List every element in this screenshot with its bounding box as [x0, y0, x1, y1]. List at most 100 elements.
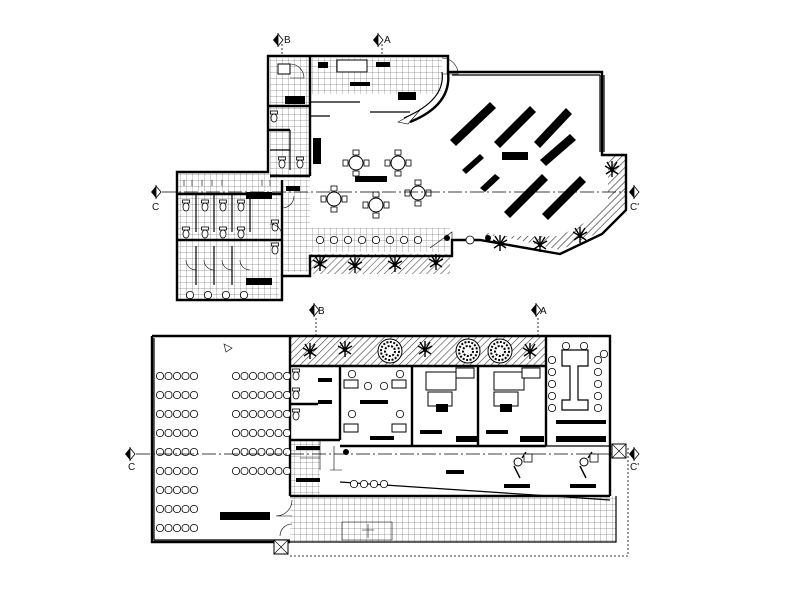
- auditorium-chair: [283, 429, 291, 437]
- auditorium-chair: [181, 467, 190, 475]
- auditorium-chair: [249, 448, 257, 456]
- auditorium-chair: [181, 429, 190, 437]
- auditorium-chair: [190, 391, 198, 399]
- auditorium-chair: [274, 467, 283, 475]
- auditorium-chair: [232, 372, 240, 380]
- auditorium-chair: [257, 467, 266, 475]
- auditorium-chair: [181, 486, 190, 494]
- auditorium-chair: [190, 448, 198, 456]
- angled-display-tables: [450, 102, 586, 220]
- auditorium-seating-left: [156, 372, 198, 532]
- auditorium-chair: [164, 372, 173, 380]
- upper-marker-c-label: C: [152, 202, 159, 213]
- auditorium-chair: [173, 467, 181, 475]
- auditorium-chair: [249, 391, 257, 399]
- lower-marker-c-label: C: [128, 462, 135, 473]
- auditorium-chair: [173, 524, 181, 532]
- auditorium-chair: [240, 448, 249, 456]
- lower-floor-plan: [124, 302, 640, 557]
- office-furniture: [343, 367, 606, 442]
- meeting-table: [548, 342, 608, 412]
- auditorium-chair: [164, 448, 173, 456]
- auditorium-chair: [190, 505, 198, 513]
- auditorium-chair: [173, 448, 181, 456]
- upper-marker-a-label: A: [384, 35, 391, 46]
- lower-marker-c-prime-label: C': [630, 462, 639, 473]
- auditorium-chair: [266, 372, 274, 380]
- auditorium-chair: [173, 372, 181, 380]
- auditorium-chair: [190, 524, 198, 532]
- auditorium-chair: [283, 391, 291, 399]
- auditorium-chair: [274, 372, 283, 380]
- auditorium-chair: [232, 448, 240, 456]
- auditorium-chair: [274, 391, 283, 399]
- auditorium-chair: [249, 372, 257, 380]
- auditorium-chair: [181, 448, 190, 456]
- auditorium-chair: [164, 391, 173, 399]
- auditorium-chair: [249, 410, 257, 418]
- upper-marker-b-label: B: [284, 35, 291, 46]
- auditorium-chair: [164, 524, 173, 532]
- auditorium-chair: [164, 410, 173, 418]
- corridor-tile-floor: [282, 180, 310, 272]
- auditorium-chair: [257, 448, 266, 456]
- office-partitions: [340, 336, 548, 448]
- auditorium-chair: [173, 410, 181, 418]
- auditorium-chair: [173, 505, 181, 513]
- buffet-counter: [355, 176, 387, 182]
- auditorium-chair: [156, 410, 164, 418]
- upper-floor-plan: [150, 32, 640, 302]
- auditorium-chair: [156, 391, 164, 399]
- auditorium-chair: [240, 410, 249, 418]
- auditorium-chair: [240, 467, 249, 475]
- auditorium-chair: [232, 410, 240, 418]
- auditorium-chair: [156, 429, 164, 437]
- auditorium-chair: [266, 448, 274, 456]
- auditorium-chair: [283, 410, 291, 418]
- auditorium-chair: [173, 486, 181, 494]
- auditorium-chair: [181, 524, 190, 532]
- auditorium-chair: [274, 410, 283, 418]
- lavatory-counter: [246, 192, 272, 199]
- auditorium-chair: [240, 372, 249, 380]
- auditorium-chair: [173, 429, 181, 437]
- auditorium-chair: [274, 429, 283, 437]
- reception-figures: [513, 451, 599, 479]
- auditorium-chair: [283, 448, 291, 456]
- lower-outer-wall: [150, 334, 612, 544]
- auditorium-chair: [266, 391, 274, 399]
- auditorium-chair: [190, 467, 198, 475]
- auditorium-chair: [181, 391, 190, 399]
- auditorium-seating-right: [232, 372, 291, 475]
- kitchen-counter: [336, 59, 368, 73]
- site-boundary: [290, 446, 629, 557]
- auditorium-chair: [240, 391, 249, 399]
- auditorium-chair: [156, 524, 164, 532]
- auditorium-chair: [257, 372, 266, 380]
- auditorium-chair: [257, 391, 266, 399]
- auditorium-chair: [164, 505, 173, 513]
- auditorium-chair: [156, 505, 164, 513]
- auditorium-chair: [249, 429, 257, 437]
- auditorium-chair: [232, 391, 240, 399]
- upper-glazing: [452, 74, 605, 152]
- auditorium-chair: [190, 410, 198, 418]
- auditorium-chair: [181, 505, 190, 513]
- auditorium-chair: [232, 429, 240, 437]
- auditorium-chair: [240, 429, 249, 437]
- auditorium-chair: [257, 410, 266, 418]
- terrace-tile-floor: [290, 496, 616, 542]
- auditorium-chair: [266, 410, 274, 418]
- auditorium-chair: [257, 429, 266, 437]
- stage-desk: [220, 512, 270, 520]
- auditorium-chair: [190, 429, 198, 437]
- auditorium-chair: [232, 467, 240, 475]
- auditorium-chair: [283, 372, 291, 380]
- auditorium-chair: [249, 467, 257, 475]
- auditorium-chair: [190, 372, 198, 380]
- auditorium-chair: [156, 448, 164, 456]
- auditorium-chair: [156, 467, 164, 475]
- planter-strip-east: [484, 155, 626, 250]
- auditorium-chair: [181, 372, 190, 380]
